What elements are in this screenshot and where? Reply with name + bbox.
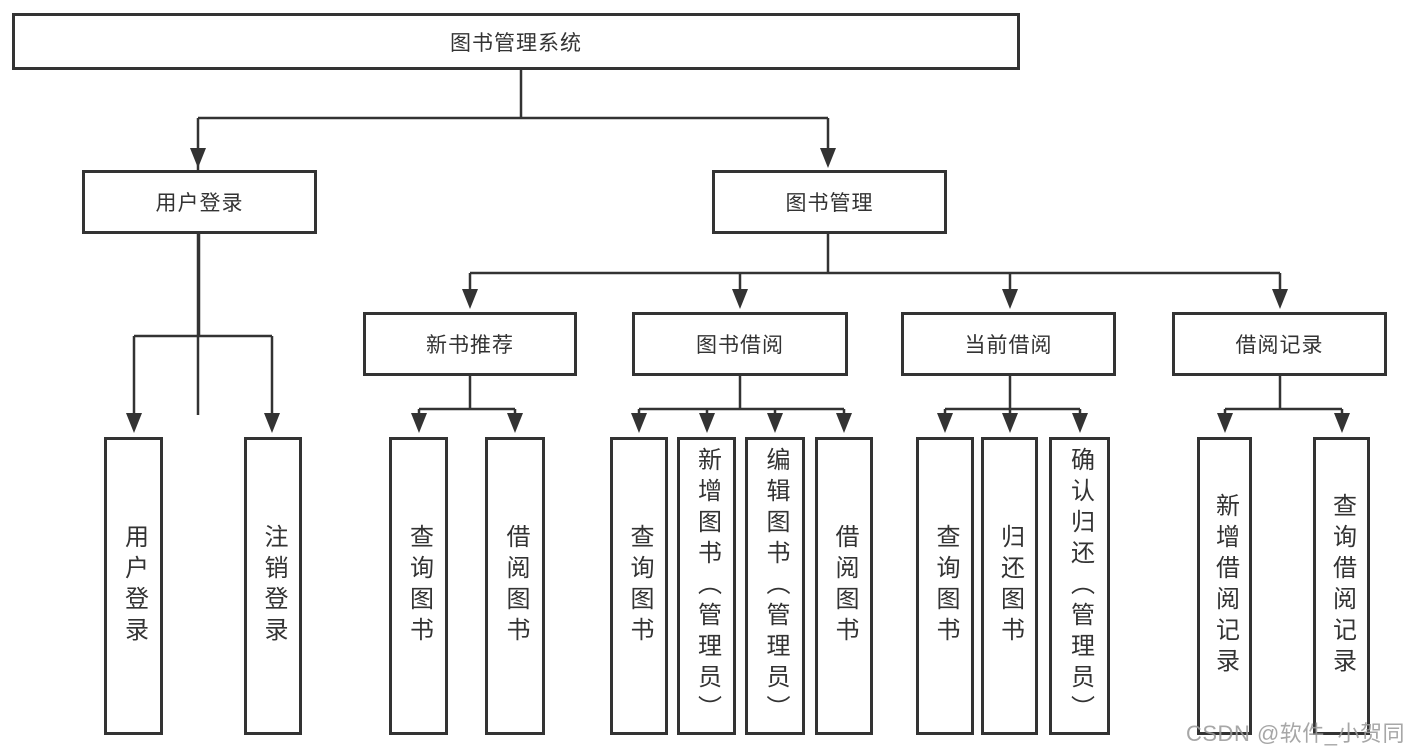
node-book-management: 图书管理	[712, 170, 947, 234]
node-label: 当前借阅	[964, 334, 1053, 357]
connector-arrowheads	[126, 148, 1350, 433]
leaf-user-login: 用户登录	[104, 437, 163, 735]
leaf-logout: 注销登录	[244, 437, 302, 735]
node-label: 图书借阅	[696, 334, 784, 357]
leaf-add-book-admin: 新增图书（管理员）	[677, 437, 736, 735]
node-label: 查询图书	[626, 524, 653, 648]
connector-segments	[132, 70, 1344, 415]
leaf-query-books-3: 查询图书	[916, 437, 974, 735]
node-new-book-recommend: 新书推荐	[363, 312, 577, 376]
node-label: 注销登录	[260, 524, 287, 648]
node-label: 归还图书	[996, 524, 1024, 648]
leaf-borrow-books-2: 借阅图书	[815, 437, 873, 735]
node-label: 图书管理系统	[450, 31, 582, 55]
node-label: 用户登录	[120, 524, 148, 648]
leaf-query-books-2: 查询图书	[610, 437, 668, 735]
node-user-login: 用户登录	[82, 170, 317, 234]
node-label: 新书推荐	[426, 334, 514, 357]
node-label: 用户登录	[155, 192, 244, 215]
node-label: 借阅图书	[502, 524, 529, 648]
node-label: 新增借阅记录	[1211, 493, 1239, 679]
node-book-borrowing: 图书借阅	[632, 312, 848, 376]
watermark-text: CSDN @软件_小贺同学	[1186, 721, 1405, 746]
leaf-query-books-1: 查询图书	[389, 437, 448, 735]
node-current-borrowing: 当前借阅	[901, 312, 1116, 376]
node-label: 查询图书	[932, 524, 959, 648]
node-label: 借阅记录	[1235, 334, 1324, 357]
leaf-edit-book-admin: 编辑图书（管理员）	[745, 437, 805, 735]
node-label: 图书管理	[785, 192, 874, 215]
node-root: 图书管理系统	[12, 13, 1020, 70]
leaf-query-borrow-record: 查询借阅记录	[1313, 437, 1370, 735]
node-label: 确认归还（管理员）	[1066, 446, 1094, 726]
node-label: 新增图书（管理员）	[693, 446, 721, 726]
node-borrowing-records: 借阅记录	[1172, 312, 1387, 376]
node-label: 查询图书	[405, 524, 433, 648]
leaf-confirm-return-admin: 确认归还（管理员）	[1049, 437, 1110, 735]
leaf-add-borrow-record: 新增借阅记录	[1197, 437, 1252, 735]
node-label: 查询借阅记录	[1328, 493, 1356, 679]
leaf-return-book: 归还图书	[981, 437, 1038, 735]
node-label: 编辑图书（管理员）	[762, 446, 789, 726]
leaf-borrow-books-1: 借阅图书	[485, 437, 545, 735]
node-label: 借阅图书	[831, 524, 858, 648]
